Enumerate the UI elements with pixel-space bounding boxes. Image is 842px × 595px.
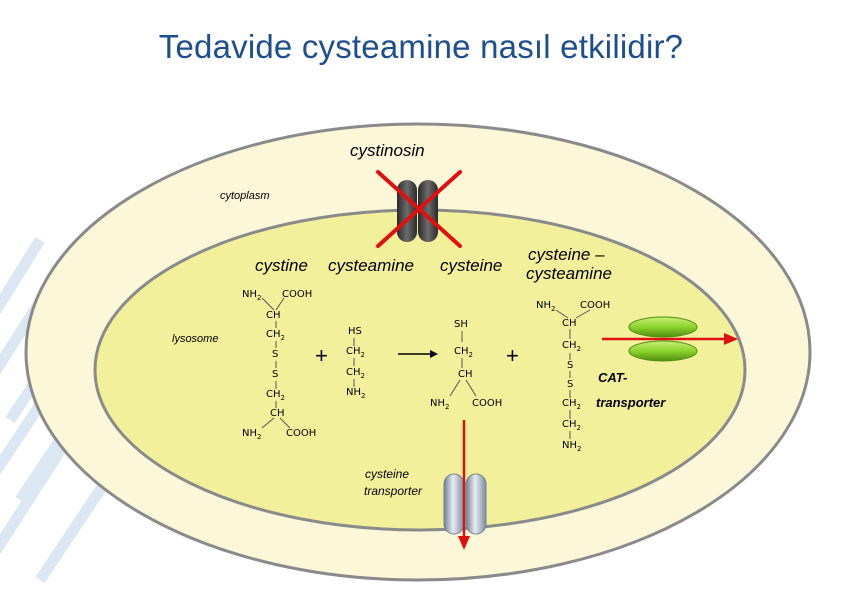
cystine-ch-top: CH [266,310,281,321]
plus-sign-left: + [315,343,328,368]
cat-efflux-arrow [602,333,738,345]
cystine-cooh-bottom: COOH [286,428,317,439]
cysteine-ch: CH [458,369,473,380]
cystine-s-bottom: S [272,369,279,380]
mixed-ch: CH [562,318,577,329]
cysteine-transporter-label-line2: transporter [364,484,423,498]
cat-transporter-shape [628,316,698,362]
bond-lines [261,297,591,439]
cysteamine-hs: HS [348,326,362,337]
mixed-ch2-middle: CH2 [562,398,581,411]
cat-transporter-label-line1: CAT- [598,370,628,385]
cysteine-efflux-arrow [458,420,470,550]
cysteamine-ch2-bottom: CH2 [346,367,365,380]
lysosome-label: lysosome [172,333,219,345]
cysteine-nh2: NH2 [430,398,450,411]
blocked-cross [376,170,462,248]
cystine-ch2-bottom: CH2 [266,389,285,402]
cysteine-ch2: CH2 [454,346,473,359]
mixed-disulfide-label-line2: cysteamine [526,264,612,283]
cysteine-cooh: COOH [472,398,503,409]
lysosome-membrane [93,208,747,532]
mixed-nh2-bottom: NH2 [562,440,582,453]
mixed-s-top: S [567,360,574,371]
cysteine-label: cysteine [440,256,503,275]
cystine-s-top: S [272,349,279,360]
mixed-nh2-top: NH2 [536,300,556,313]
cysteamine-label: cysteamine [328,256,414,275]
reaction-arrow [398,350,438,358]
cysteine-transporter-shape [443,473,487,535]
cysteamine-nh2: NH2 [346,387,366,400]
mixed-s-bottom: S [567,379,574,390]
cytoplasm-label: cytoplasm [220,190,270,202]
cystine-label: cystine [255,256,308,275]
cat-transporter-label-line2: transporter [596,395,666,410]
cystine-cooh-top: COOH [282,289,313,300]
cysteine-sh: SH [454,319,468,330]
mixed-disulfide-label-line1: cysteine – [528,245,605,264]
cystine-ch-bottom: CH [270,408,285,419]
cystine-nh2-top: NH2 [242,289,262,302]
cystine-nh2-bottom: NH2 [242,428,262,441]
plus-sign-right: + [506,343,519,368]
cysteine-transporter-label-line1: cysteine [365,467,410,481]
mixed-ch2-top: CH2 [562,340,581,353]
cystinosin-label: cystinosin [350,141,425,160]
page-title: Tedavide cysteamine nasıl etkilidir? [158,28,684,65]
cysteamine-ch2-top: CH2 [346,346,365,359]
mixed-ch2-bottom: CH2 [562,419,581,432]
mixed-cooh: COOH [580,300,611,311]
cystine-ch2-top: CH2 [266,329,285,342]
